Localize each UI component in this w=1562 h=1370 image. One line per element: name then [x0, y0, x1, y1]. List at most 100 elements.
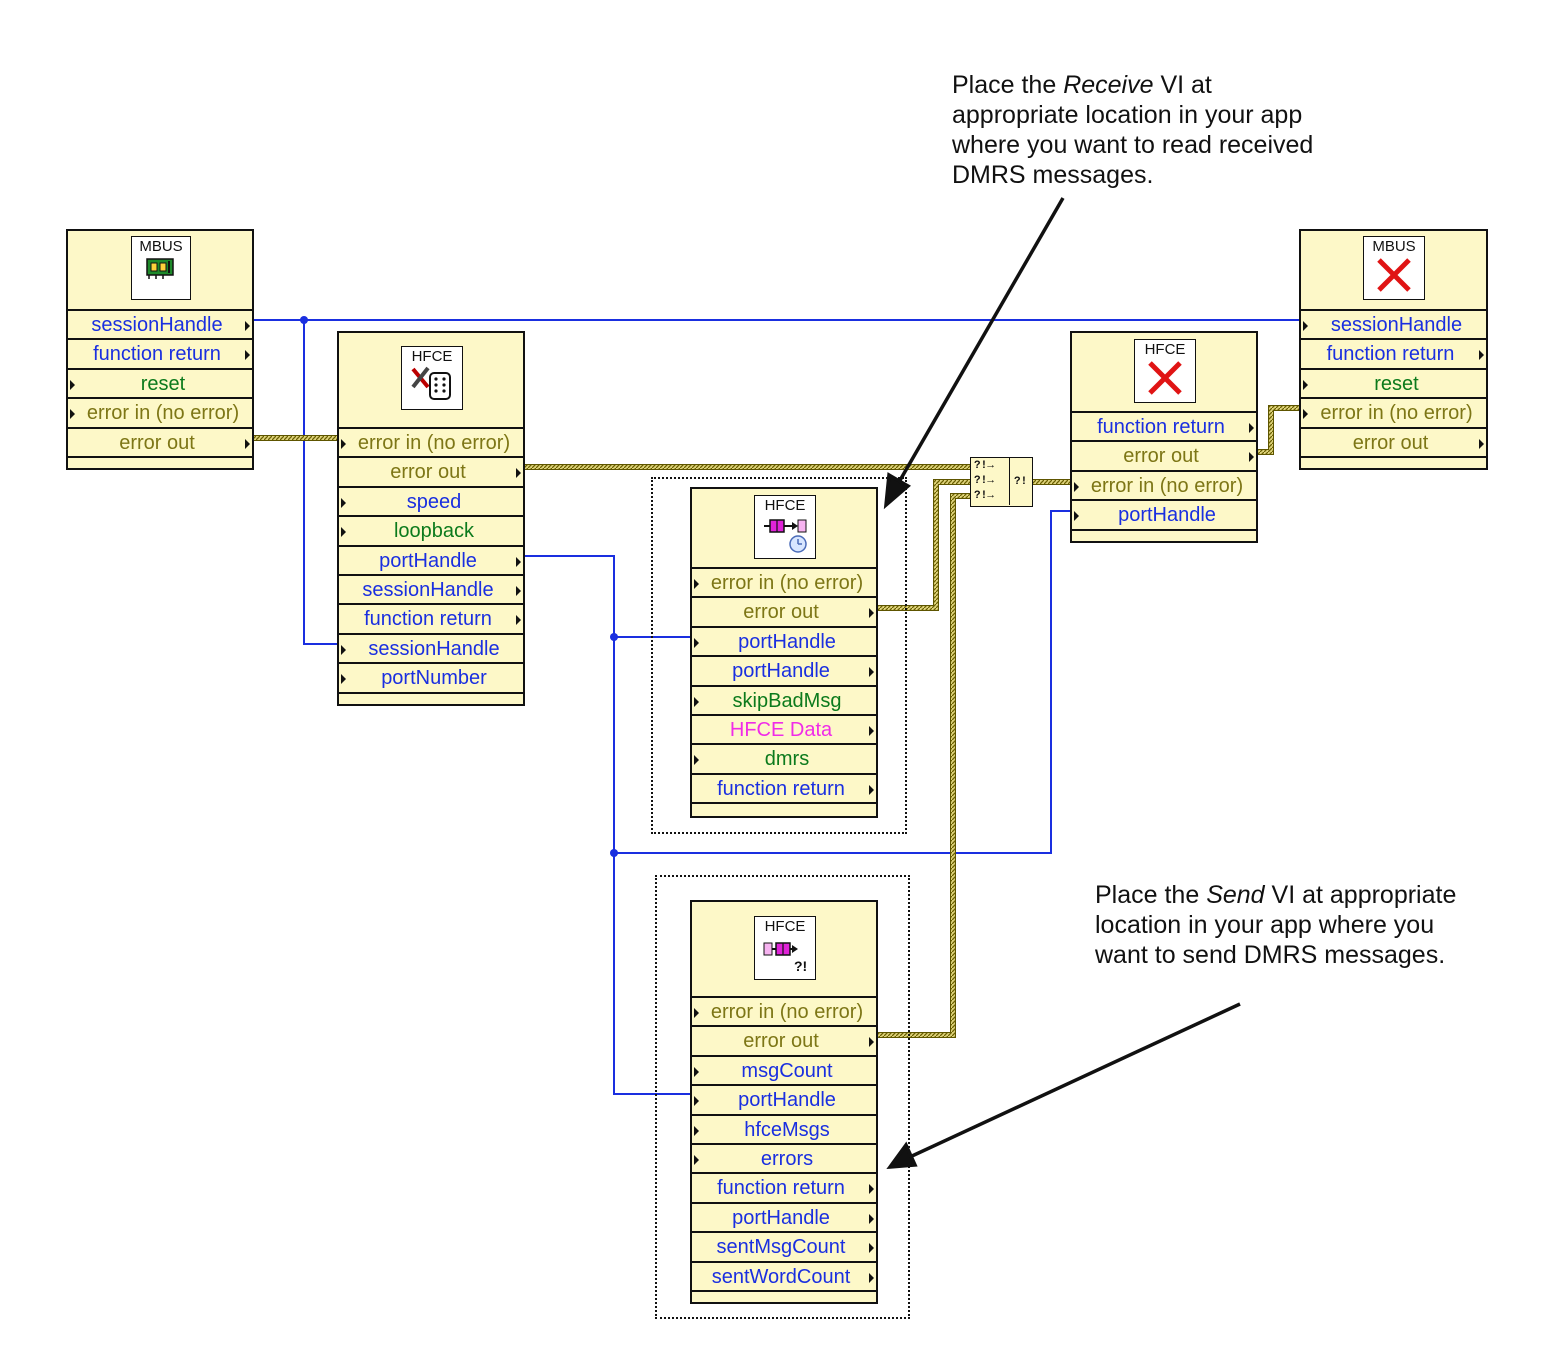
terminal-out[interactable]: error out	[1301, 429, 1486, 458]
svg-text:?!: ?!	[794, 958, 807, 974]
circuit-board-icon	[146, 258, 174, 279]
terminal-out[interactable]: error out	[339, 458, 523, 488]
terminal-out[interactable]: function return	[1301, 340, 1486, 370]
terminal-in[interactable]: error in (no error)	[339, 429, 523, 459]
input-terminal-marker	[1074, 511, 1079, 522]
terminal-in[interactable]: reset	[68, 370, 252, 400]
terminal-out[interactable]: function return	[339, 605, 523, 635]
output-terminal-marker	[516, 556, 521, 567]
terminal-out[interactable]: sessionHandle	[339, 576, 523, 606]
hfce-receive-icon: HFCE	[754, 495, 816, 559]
terminal-in[interactable]: hfceMsgs	[692, 1116, 876, 1145]
vi-icon-area: HFCE	[339, 333, 523, 429]
terminal-out[interactable]: portHandle	[339, 547, 523, 576]
hfce-send-icon: HFCE ?!	[754, 916, 816, 980]
terminal-label: error in (no error)	[710, 572, 864, 594]
output-terminal-marker	[869, 1243, 874, 1254]
terminal-out[interactable]: error out	[692, 1027, 876, 1057]
terminal-out[interactable]: HFCE Data	[692, 716, 876, 746]
close-x-icon	[1148, 361, 1182, 395]
output-terminal-marker	[869, 1213, 874, 1224]
wire-junction-dot	[300, 316, 308, 324]
terminal-out[interactable]: error out	[692, 598, 876, 628]
output-terminal-marker	[245, 438, 250, 449]
terminal-in[interactable]: error in (no error)	[692, 998, 876, 1028]
merge-errors-node[interactable]: ?!→ ?!→ ?!→ ?!	[970, 457, 1033, 507]
input-terminal-marker	[694, 1066, 699, 1077]
wire-port-handle-close	[614, 510, 1072, 854]
terminal-in[interactable]: portNumber	[339, 664, 523, 694]
terminal-in[interactable]: error in (no error)	[1072, 472, 1256, 502]
input-terminal-marker	[694, 1096, 699, 1107]
input-terminal-marker	[70, 379, 75, 390]
terminal-out[interactable]: function return	[692, 775, 876, 805]
terminal-label: portHandle	[738, 630, 836, 653]
terminal-in[interactable]: msgCount	[692, 1057, 876, 1087]
terminal-in[interactable]: portHandle	[1072, 501, 1256, 531]
terminal-in[interactable]: error in (no error)	[68, 399, 252, 429]
terminal-out[interactable]: function return	[692, 1174, 876, 1204]
terminal-label: portHandle	[1118, 504, 1216, 527]
input-terminal-marker	[341, 497, 346, 508]
terminal-in[interactable]: portHandle	[692, 1086, 876, 1116]
terminal-label: error in (no error)	[357, 432, 511, 454]
terminal-out[interactable]: sessionHandle	[68, 311, 252, 341]
terminal-in[interactable]: reset	[1301, 370, 1486, 400]
terminal-in[interactable]: errors	[692, 1145, 876, 1175]
terminal-in[interactable]: sessionHandle	[1301, 311, 1486, 341]
wire-session-handle-branch	[303, 320, 340, 645]
terminal-label: error in (no error)	[710, 1001, 864, 1023]
terminal-in[interactable]: portHandle	[692, 628, 876, 658]
wire-error-hfce-close-to-mbus-close	[1256, 405, 1300, 455]
vi-icon-area: MBUS	[68, 231, 252, 311]
merge-errors-input-1: ?!→	[974, 460, 994, 472]
terminal-label: portHandle	[732, 660, 830, 683]
output-terminal-marker	[869, 1184, 874, 1195]
terminal-in[interactable]: speed	[339, 488, 523, 518]
terminal-in[interactable]: error in (no error)	[1301, 399, 1486, 429]
mbus-open-icon: MBUS	[131, 236, 191, 300]
receive-vi-frame	[651, 477, 907, 834]
terminal-in[interactable]: dmrs	[692, 745, 876, 775]
terminal-label: loopback	[393, 520, 475, 543]
output-terminal-marker	[245, 350, 250, 361]
input-terminal-marker	[694, 755, 699, 766]
send-vi-frame	[655, 875, 910, 1319]
input-terminal-marker	[341, 674, 346, 685]
terminal-label: portHandle	[732, 1206, 830, 1229]
input-terminal-marker	[694, 1125, 699, 1136]
terminal-in[interactable]: error in (no error)	[692, 569, 876, 599]
output-terminal-marker	[1249, 452, 1254, 463]
terminal-out[interactable]: function return	[1072, 413, 1256, 443]
terminal-label: error out	[119, 431, 195, 454]
terminal-in[interactable]: skipBadMsg	[692, 687, 876, 716]
terminal-out[interactable]: portHandle	[692, 1204, 876, 1234]
terminal-out[interactable]: error out	[68, 429, 252, 458]
terminal-in[interactable]: loopback	[339, 517, 523, 547]
terminal-label: HFCE Data	[729, 718, 833, 741]
terminal-label: function return	[717, 777, 845, 800]
output-terminal-marker	[869, 784, 874, 795]
terminal-out[interactable]: error out	[1072, 442, 1256, 472]
vi-icon-area: HFCE	[1072, 333, 1256, 413]
terminal-label: error out	[390, 461, 466, 484]
input-terminal-marker	[70, 409, 75, 420]
output-terminal-marker	[516, 615, 521, 626]
terminal-out[interactable]: sentWordCount	[692, 1263, 876, 1292]
terminal-out[interactable]: portHandle	[692, 657, 876, 687]
terminal-out[interactable]: sentMsgCount	[692, 1233, 876, 1263]
vi-icon-area: MBUS	[1301, 231, 1486, 311]
terminal-out[interactable]: function return	[68, 340, 252, 370]
output-terminal-marker	[869, 667, 874, 678]
terminal-label: errors	[760, 1147, 814, 1170]
input-terminal-marker	[341, 644, 346, 655]
terminal-in[interactable]: sessionHandle	[339, 635, 523, 665]
